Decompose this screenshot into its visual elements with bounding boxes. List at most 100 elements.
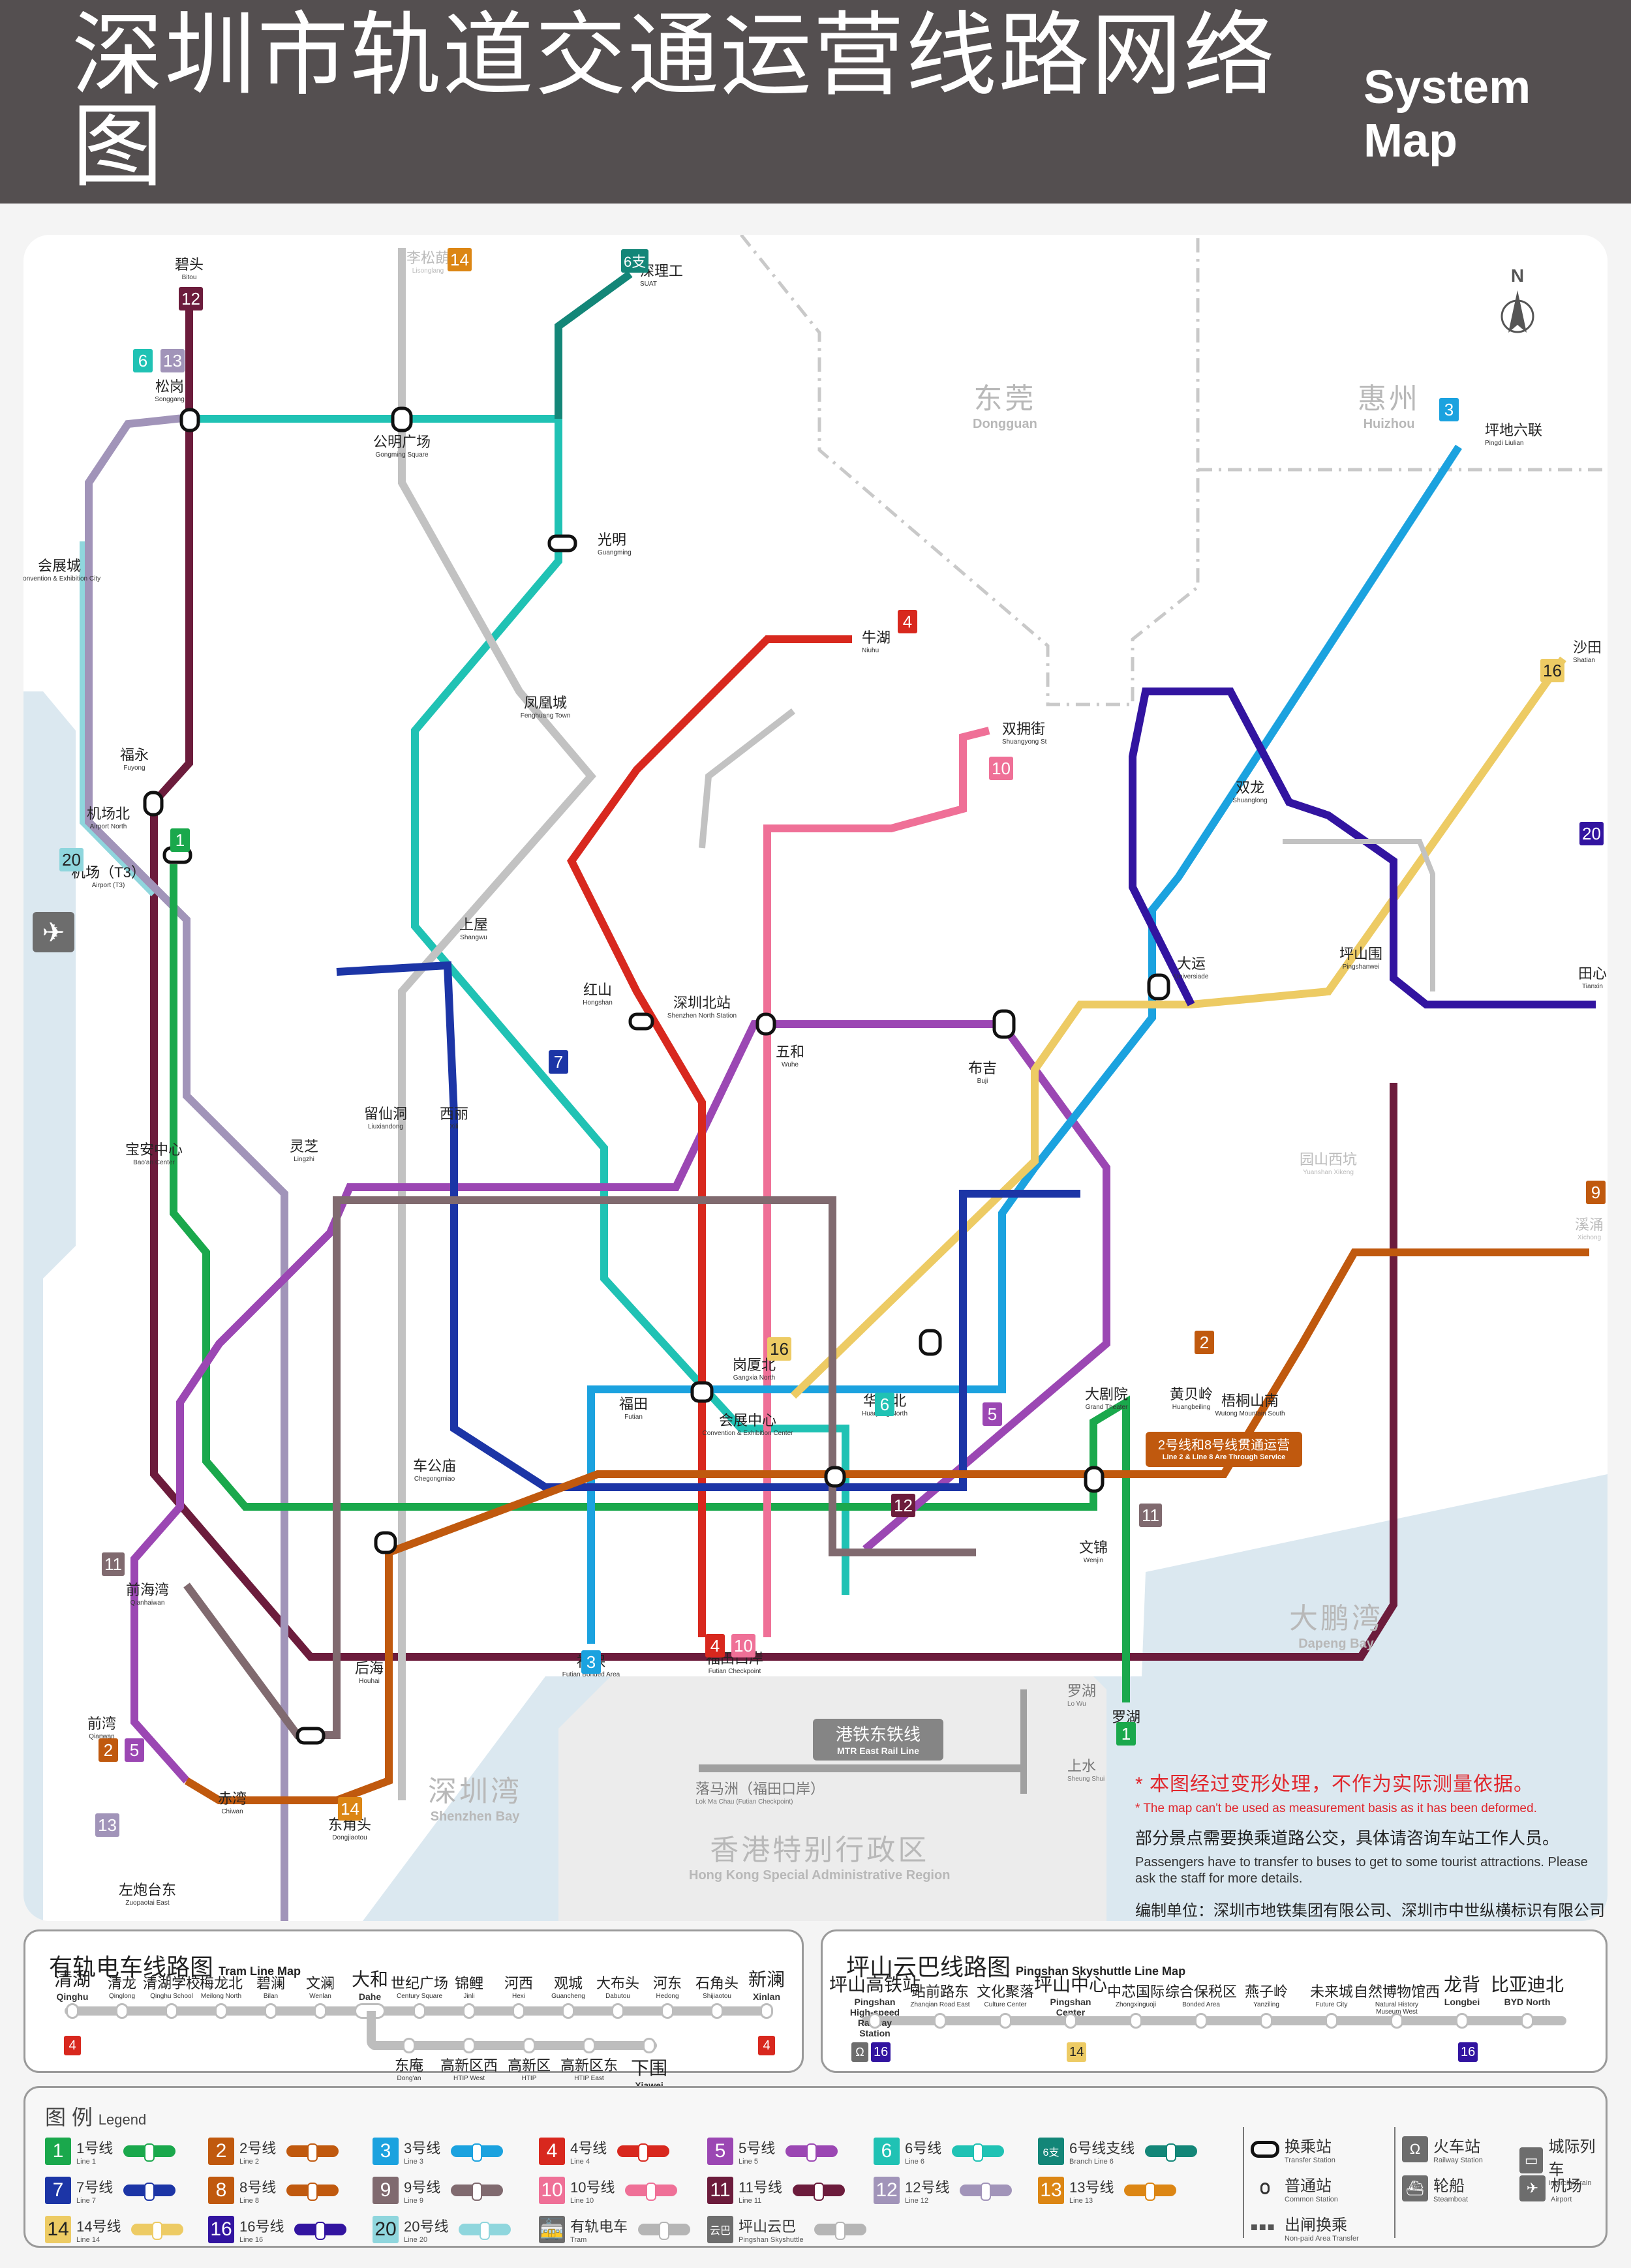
line-11-south-badge[interactable]: 12 <box>891 1494 915 1517</box>
line-12-badge[interactable]: 13 <box>160 349 185 372</box>
line-7-badge[interactable]: 7 <box>549 1050 568 1074</box>
tram-station-marker[interactable] <box>165 2003 178 2019</box>
line-6-branch-badge[interactable]: 6支 <box>621 249 649 273</box>
line-1-badge[interactable]: 1 <box>170 828 190 852</box>
line-20-badge[interactable]: 20 <box>59 848 84 871</box>
tram-station-marker[interactable] <box>403 2038 416 2053</box>
line-13-south-badge[interactable]: 14 <box>338 1797 362 1821</box>
line-14-transfer-badge[interactable]: 14 <box>1067 2042 1087 2062</box>
line-4-transfer-badge[interactable]: 4 <box>64 2036 81 2055</box>
tram-station-marker[interactable] <box>710 2003 724 2019</box>
line-4-south-badge[interactable]: 4 <box>705 1634 725 1657</box>
line-3-badge[interactable]: 3 <box>1439 398 1459 421</box>
skyshuttle-station-marker[interactable] <box>1521 2013 1534 2029</box>
tram-station-marker[interactable] <box>562 2003 575 2019</box>
tram-station-marker[interactable] <box>583 2038 596 2053</box>
line-9-west-badge[interactable]: 11 <box>102 1552 125 1576</box>
line-6-south-badge[interactable]: 6 <box>875 1393 894 1416</box>
line-5-west-badge[interactable]: 5 <box>125 1738 144 1762</box>
skyshuttle-station-marker[interactable] <box>1260 2013 1273 2029</box>
line-5-badge[interactable]: 5 <box>983 1402 1002 1426</box>
tram-station-marker[interactable] <box>463 2003 476 2019</box>
tram-station-marker[interactable] <box>643 2038 656 2053</box>
tram-station-marker[interactable] <box>611 2003 624 2019</box>
line-13-badge[interactable]: 14 <box>448 248 472 271</box>
tram-station-marker[interactable] <box>463 2038 476 2053</box>
line-16-badge[interactable]: 20 <box>1579 822 1604 845</box>
line-4-transfer-badge[interactable]: 4 <box>758 2036 775 2055</box>
tram-station-marker[interactable] <box>413 2003 426 2019</box>
mtr-station-lok-ma-chau[interactable]: 落马洲（福田口岸）Lok Ma Chau (Futian Checkpoint) <box>695 1781 825 1806</box>
skyshuttle-station-marker[interactable] <box>1064 2013 1077 2029</box>
station-airport-t3[interactable]: 机场（T3）Airport (T3) <box>71 864 145 889</box>
skyshuttle-station-marker[interactable] <box>1325 2013 1338 2029</box>
line-2-badge[interactable]: 2 <box>1195 1331 1214 1354</box>
skyshuttle-station-marker[interactable] <box>1390 2013 1403 2029</box>
line-10-south-badge[interactable]: 10 <box>731 1634 755 1657</box>
line-16-transfer-badge[interactable]: 16 <box>871 2042 891 2062</box>
line-3-south-badge[interactable]: 3 <box>581 1650 601 1674</box>
skyshuttle-station-marker[interactable] <box>1195 2013 1208 2029</box>
line-8-badge[interactable]: 9 <box>1586 1181 1606 1204</box>
skyshuttle-station-marker[interactable] <box>999 2013 1012 2029</box>
tram-station-marker[interactable] <box>115 2003 129 2019</box>
line-1-south-badge[interactable]: 1 <box>1116 1722 1136 1746</box>
tram-station-marker[interactable] <box>661 2003 674 2019</box>
line-12-south-badge[interactable]: 13 <box>95 1813 119 1837</box>
skyshuttle-station-marker[interactable] <box>934 2013 947 2029</box>
tram-station-marker[interactable] <box>512 2003 525 2019</box>
line-10-badge[interactable]: 10 <box>989 757 1013 780</box>
line-4-badge[interactable]: 4 <box>898 610 917 633</box>
